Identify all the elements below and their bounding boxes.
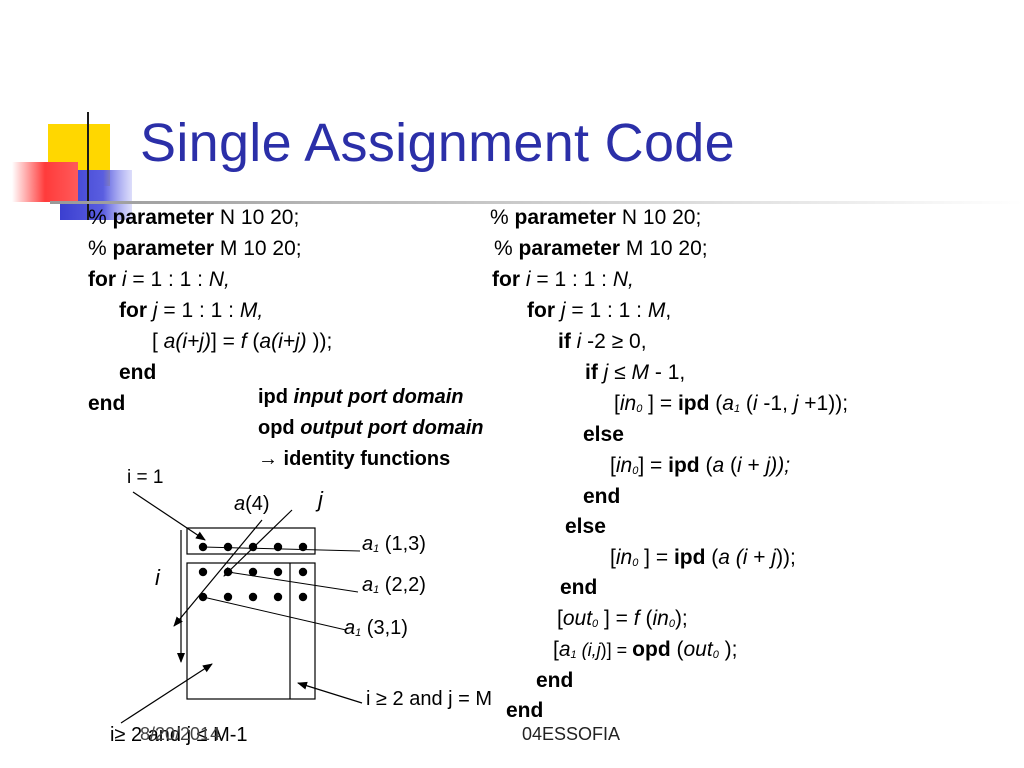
deco-red-square — [12, 162, 78, 202]
label-a1-3-1: a1 (3,1) — [344, 617, 408, 639]
main-box — [186, 562, 316, 700]
point — [298, 592, 308, 602]
left-code-line-6: end — [119, 361, 157, 384]
point — [273, 542, 283, 552]
arrow-a4-diagonal — [173, 519, 263, 627]
right-code-line-9: [in0] = ipd (a (i + j)); — [610, 454, 791, 477]
point — [298, 567, 308, 577]
left-code-line-5: [ a(i+j)] = f (a(i+j) )); — [152, 330, 333, 353]
leader-a22 — [227, 571, 359, 593]
label-i-axis: i — [155, 565, 160, 590]
point — [198, 567, 208, 577]
point — [248, 567, 258, 577]
note-opd: opd output port domain — [258, 417, 484, 439]
label-a4: a(4) — [234, 493, 270, 515]
arrow-i-eq-1 — [132, 491, 206, 541]
point — [223, 542, 233, 552]
footer-source: 04ESSOFIA — [522, 724, 621, 744]
right-code-line-11: else — [565, 515, 606, 538]
decorative-corner-graphic — [12, 112, 1024, 220]
label-cond-bottom-right: i ≥ 2 and j = M — [366, 688, 493, 710]
label-a1-1-3: a1 (1,3) — [362, 533, 426, 555]
row1-box — [186, 527, 316, 555]
left-code-line-4: for j = 1 : 1 : M, — [119, 299, 264, 322]
right-code-line-14: [out0 ] = f (in0); — [557, 607, 688, 630]
right-code-line-2: % parameter M 10 20; — [494, 237, 708, 260]
right-code-line-15: [a1 (i,j)] = opd (out0 ); — [553, 638, 738, 661]
right-code-line-12: [in0 ] = ipd (a (i + j)); — [610, 546, 796, 569]
left-code-line-1: % parameter N 10 20; — [88, 206, 300, 229]
right-code-line-17: end — [506, 699, 544, 722]
note-ipd: ipd input port domain — [258, 386, 464, 408]
arrow-j-axis — [223, 509, 293, 577]
label-j-axis: j — [318, 487, 323, 512]
right-code-line-3: for i = 1 : 1 : N, — [492, 268, 634, 291]
point — [223, 592, 233, 602]
point — [248, 592, 258, 602]
right-code-line-4: for j = 1 : 1 : M, — [527, 299, 672, 322]
point — [273, 567, 283, 577]
left-code-line-7: end — [88, 392, 126, 415]
right-code-line-5: if i -2 ≥ 0, — [558, 330, 647, 353]
left-code-line-3: for i = 1 : 1 : N, — [88, 268, 230, 291]
arrow-cond-left — [120, 663, 213, 724]
footer-date: 8/20/2014 — [140, 724, 221, 744]
right-code-line-1: % parameter N 10 20; — [490, 206, 702, 229]
left-code-line-2: % parameter M 10 20; — [88, 237, 302, 260]
slide-title: Single Assignment Code — [140, 113, 735, 173]
right-code-line-16: end — [536, 669, 574, 692]
right-code-line-6: if j ≤ M - 1, — [585, 361, 686, 384]
note-identity: → identity functions — [258, 448, 451, 470]
label-i-eq-1: i = 1 — [127, 467, 164, 488]
leader-a13 — [202, 546, 361, 552]
right-code-line-13: end — [560, 576, 598, 599]
right-code-line-7: [in0 ] = ipd (a1 (i -1, j +1)); — [614, 392, 849, 415]
leader-a31 — [202, 596, 347, 631]
right-code-line-8: else — [583, 423, 624, 446]
right-code-line-10: end — [583, 485, 621, 508]
label-a1-2-2: a1 (2,2) — [362, 574, 426, 596]
deco-horizontal-line — [50, 201, 1024, 204]
label-cond-bottom-left: i≥ 2 and j ≤ M-1 — [110, 724, 248, 746]
arrow-cond-right — [297, 681, 363, 704]
iteration-points — [198, 542, 308, 602]
point — [273, 592, 283, 602]
